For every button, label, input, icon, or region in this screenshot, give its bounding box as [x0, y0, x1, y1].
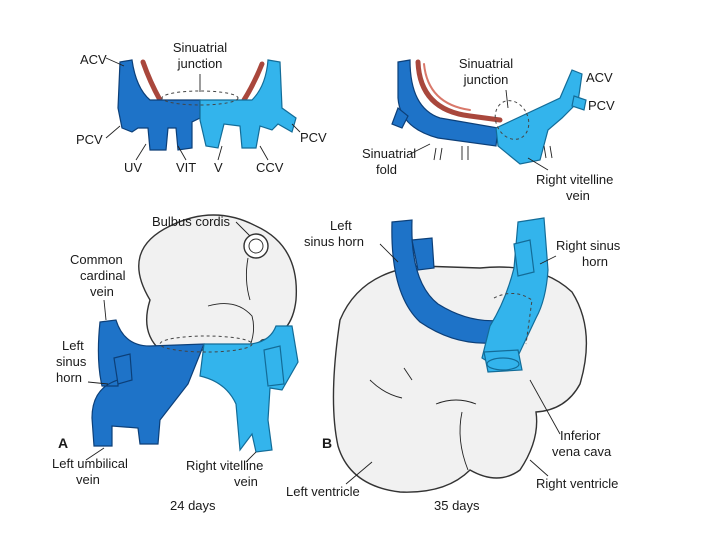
panel-letter-b: B [322, 435, 332, 451]
label-sinuatrial-junction-b-1: Sinuatrial [459, 56, 513, 71]
label-pcv-right: PCV [300, 130, 327, 145]
label-left-sinus-horn-3: horn [56, 370, 82, 385]
label-sinuatrial-junction-1: Sinuatrial [173, 40, 227, 55]
label-right-sinus-horn-1: Right sinus [556, 238, 621, 253]
panel-top-right: Sinuatrial junction ACV PCV Sinuatrial f… [362, 56, 615, 203]
bulbus-cordis-heart [139, 215, 297, 350]
panel-letter-a: A [58, 435, 68, 451]
label-v: V [214, 160, 223, 175]
label-left-ventricle: Left ventricle [286, 484, 360, 499]
label-acv: ACV [80, 52, 107, 67]
label-left-umbilical-2: vein [76, 472, 100, 487]
label-pcv-b: PCV [588, 98, 615, 113]
small-branch-right [572, 96, 586, 110]
label-inferior-vena-cava-2: vena cava [552, 444, 612, 459]
label-common-cardinal-1: Common [70, 252, 123, 267]
label-sinuatrial-fold-2: fold [376, 162, 397, 177]
label-left-sinus-horn-1: Left [62, 338, 84, 353]
bulbus-opening [244, 234, 268, 258]
left-venous-half [118, 60, 200, 150]
label-right-sinus-horn-2: horn [582, 254, 608, 269]
panel-a: Bulbus cordis Common cardinal vein Left … [52, 214, 298, 513]
right-horn-stub-b [514, 240, 534, 276]
label-sinuatrial-junction-b-2: junction [463, 72, 509, 87]
label-acv-b: ACV [586, 70, 613, 85]
label-left-sinus-horn-b-2: sinus horn [304, 234, 364, 249]
label-common-cardinal-3: vein [90, 284, 114, 299]
label-uv: UV [124, 160, 142, 175]
panel-b: Left sinus horn Right sinus horn B Infer… [286, 218, 621, 513]
label-inferior-vena-cava-1: Inferior [560, 428, 601, 443]
label-right-vitelline-b-2: vein [566, 188, 590, 203]
panel-top-left: ACV Sinuatrial junction PCV PCV UV VIT V… [76, 40, 327, 175]
label-pcv-left: PCV [76, 132, 103, 147]
label-common-cardinal-2: cardinal [80, 268, 126, 283]
artery-left [143, 62, 160, 100]
right-sinus-venous-a [200, 326, 298, 452]
label-right-vitelline-a-2: vein [234, 474, 258, 489]
label-left-umbilical-1: Left umbilical [52, 456, 128, 471]
label-right-vitelline-a-1: Right vitelline [186, 458, 263, 473]
label-left-sinus-horn-b-1: Left [330, 218, 352, 233]
label-bulbus-cordis: Bulbus cordis [152, 214, 231, 229]
label-ccv: CCV [256, 160, 284, 175]
label-sinuatrial-junction-2: junction [177, 56, 223, 71]
right-horn-stub-a [264, 346, 284, 386]
heart-body-b [333, 266, 586, 492]
age-label-a: 24 days [170, 498, 216, 513]
label-right-vitelline-b-1: Right vitelline [536, 172, 613, 187]
right-horn-vessel [496, 70, 582, 164]
label-left-sinus-horn-2: sinus [56, 354, 87, 369]
label-vit: VIT [176, 160, 196, 175]
label-sinuatrial-fold-1: Sinuatrial [362, 146, 416, 161]
age-label-b: 35 days [434, 498, 480, 513]
label-right-ventricle: Right ventricle [536, 476, 618, 491]
